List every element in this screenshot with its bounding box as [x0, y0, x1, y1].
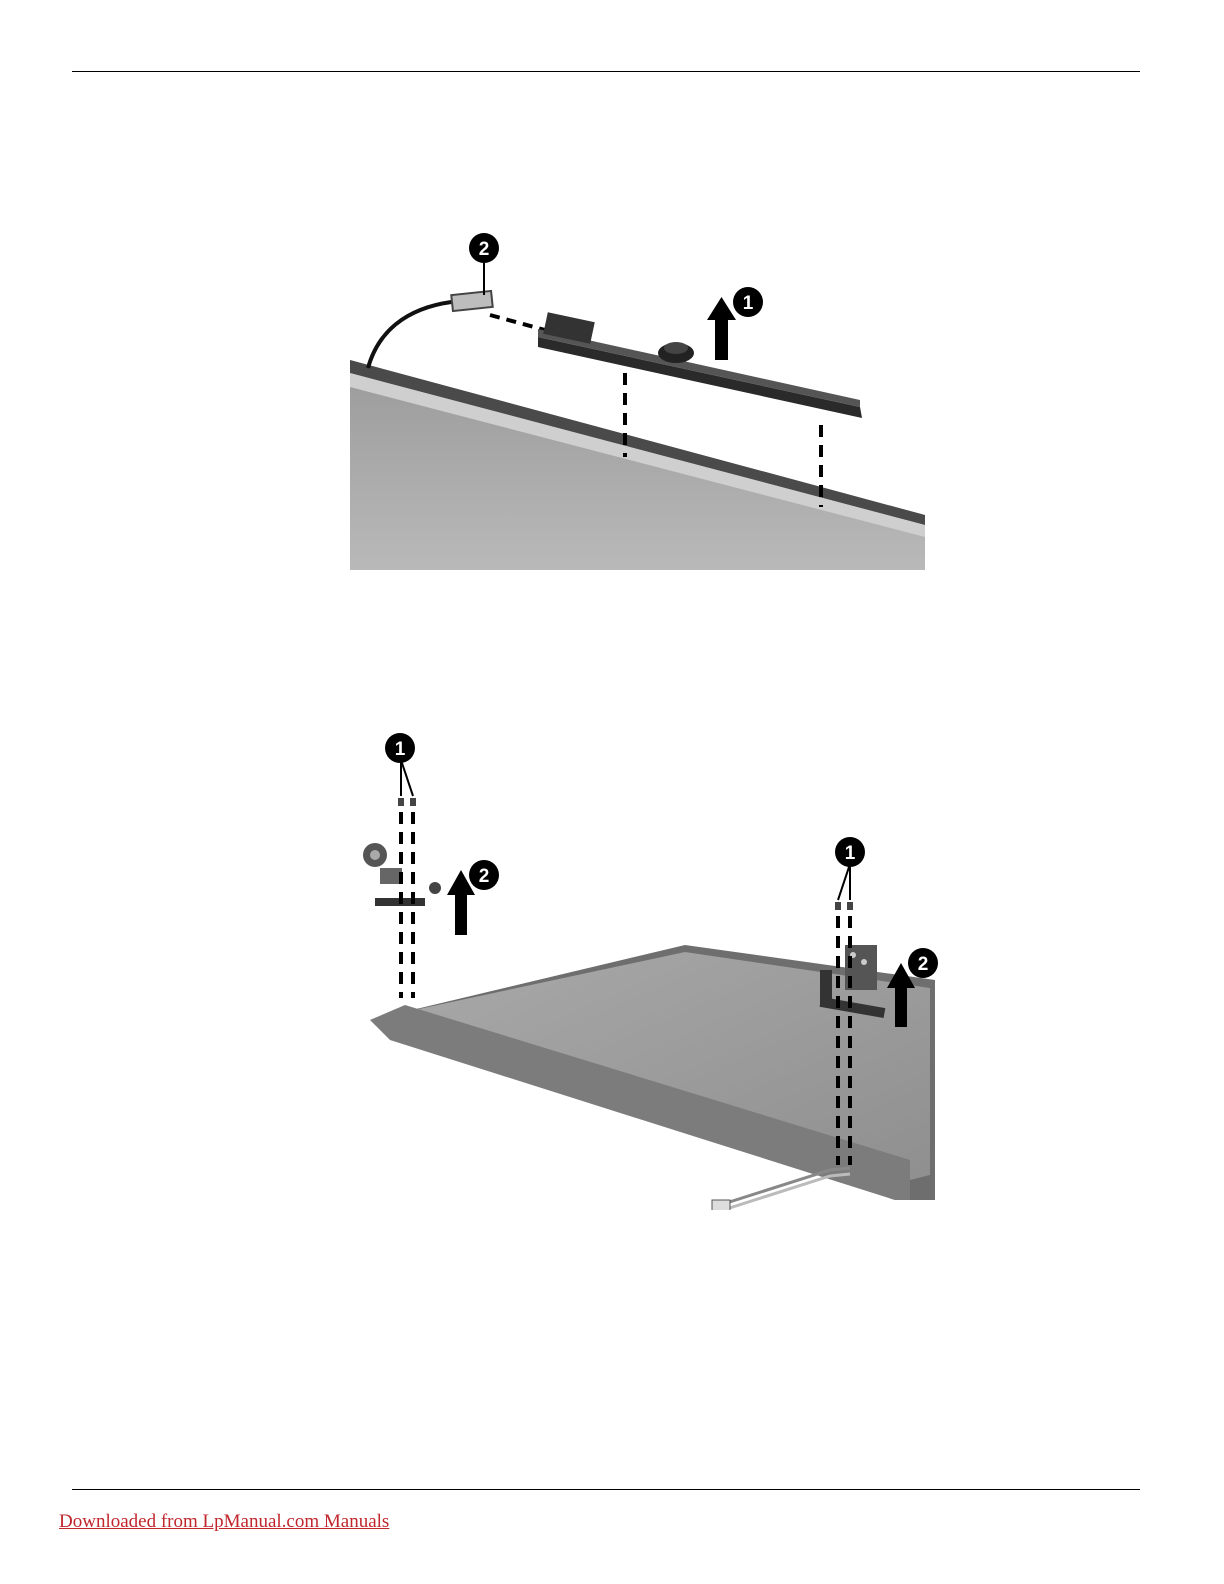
- svg-text:2: 2: [918, 954, 929, 975]
- header-rule: [72, 71, 1140, 72]
- figure-camera-module: 1 2: [340, 225, 940, 580]
- screw-right-1: [835, 902, 841, 910]
- connector-guide-line: [490, 315, 545, 330]
- callout-1-right: 1: [835, 837, 865, 900]
- footer-rule: [72, 1489, 1140, 1490]
- footer-download-link[interactable]: Downloaded from LpManual.com Manuals: [59, 1511, 389, 1533]
- svg-text:1: 1: [743, 293, 754, 314]
- camera-lens-top: [664, 342, 688, 354]
- camera-board: [538, 337, 862, 418]
- display-hinges-illustration: 1 2 1 2: [350, 730, 950, 1210]
- svg-text:1: 1: [845, 843, 856, 864]
- svg-text:1: 1: [395, 739, 406, 760]
- screw-left-2: [410, 798, 416, 806]
- screw-right-2: [847, 902, 853, 910]
- camera-cable: [368, 301, 460, 368]
- right-hinge: [820, 945, 886, 1018]
- svg-text:2: 2: [479, 239, 490, 260]
- figure-display-hinges: 1 2 1 2: [350, 730, 950, 1210]
- lift-arrow: [707, 297, 736, 360]
- screw-left-1: [398, 798, 404, 806]
- callout-1-left: 1: [385, 733, 415, 796]
- camera-module-illustration: 1 2: [340, 225, 940, 580]
- cable-connector: [712, 1200, 730, 1210]
- callout-2: 2: [469, 233, 499, 295]
- svg-text:2: 2: [479, 866, 490, 887]
- callout-1: 1: [733, 287, 763, 317]
- callout-2-left: 2: [469, 860, 499, 890]
- callout-2-right: 2: [908, 948, 938, 978]
- cable-connector: [451, 291, 492, 311]
